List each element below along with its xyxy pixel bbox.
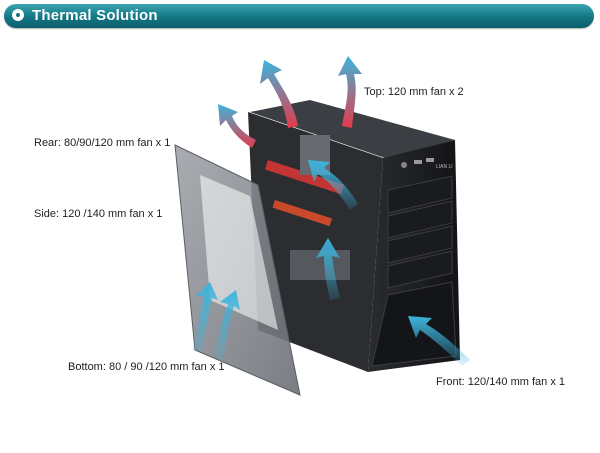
side-panel-window: [200, 175, 278, 330]
bottom-fan-label: Bottom: 80 / 90 /120 mm fan x 1: [68, 361, 225, 373]
front-fan-label: Front: 120/140 mm fan x 1: [436, 376, 566, 388]
top-exhaust-arrow: [338, 56, 362, 128]
drive-bay-4: [387, 250, 453, 289]
case-brand: LIAN LI: [436, 164, 453, 170]
usb-port-icon: [426, 158, 434, 162]
front-intake-arrow: [408, 316, 470, 366]
top-fan-label: Top: 120 mm fan x 2: [364, 86, 464, 98]
top-exhaust-arrow: [260, 60, 298, 128]
expansion-card: [272, 199, 333, 227]
drive-bay-3: [387, 225, 453, 264]
rear-fan-label: Rear: 80/90/120 mm fan x 1: [34, 137, 171, 149]
drive-bay-2: [387, 200, 453, 239]
internal-airflow-arrow: [316, 238, 340, 300]
bullet-icon: [12, 9, 24, 21]
side-fan-label: Side: 120 /140 mm fan x 1: [34, 208, 163, 220]
banner-title: Thermal Solution: [32, 7, 158, 24]
bottom-intake-arrow: [214, 290, 240, 360]
gpu-card: [264, 160, 345, 195]
bottom-intake-arrow: [192, 282, 218, 352]
section-banner: Thermal Solution: [4, 4, 594, 28]
rear-exhaust-arrow: [218, 104, 256, 148]
case-top: [250, 100, 455, 158]
internal-airflow-arrow: [308, 160, 358, 210]
drive-bay-1: [387, 175, 453, 214]
usb-port-icon: [414, 160, 422, 164]
power-button-icon: [401, 162, 407, 168]
